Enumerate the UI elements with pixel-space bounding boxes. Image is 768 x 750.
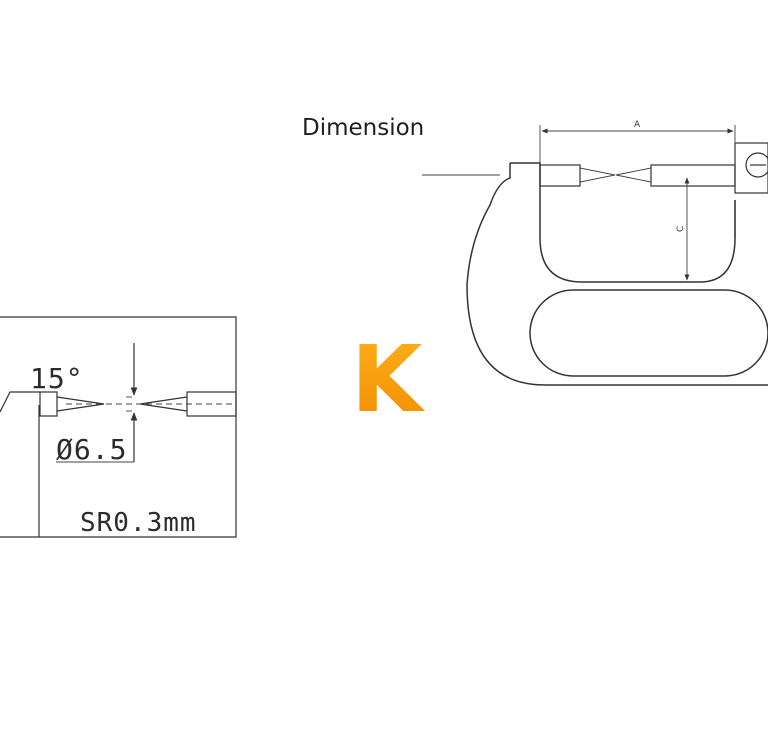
angle-label: 15° — [30, 362, 84, 395]
anvil-tip — [579, 167, 616, 183]
radius-label: SR0.3mm — [80, 508, 197, 538]
detail-anvil-tip — [56, 396, 105, 412]
dimension-title: Dimension — [302, 115, 424, 141]
frame-oval-cutout — [529, 289, 768, 377]
detail-anvil — [39, 391, 58, 417]
frame-outer-outline — [466, 162, 768, 386]
dim-c-label: C — [676, 226, 686, 232]
spindle-tip — [615, 167, 652, 183]
detail-border — [0, 316, 237, 538]
dim-a-label: A — [634, 120, 641, 130]
tip-detail-drawing: 15° Ø6.5 SR0.3mm — [0, 316, 237, 538]
micrometer-frame-drawing: A C — [422, 120, 768, 386]
detail-frame-edge — [0, 391, 40, 413]
thimble — [734, 142, 768, 194]
brand-logo-k: K — [351, 326, 426, 433]
spindle — [650, 164, 736, 187]
anvil — [539, 164, 581, 187]
diameter-label: Ø6.5 — [56, 433, 127, 466]
lock-nut — [745, 152, 768, 178]
